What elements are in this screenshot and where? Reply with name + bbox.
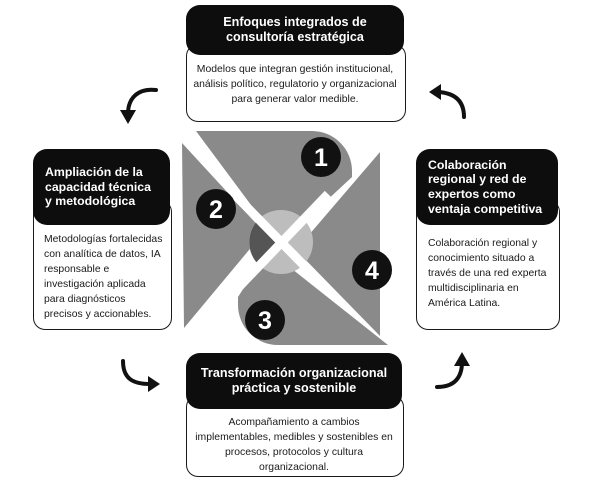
arrow-top-left-head xyxy=(120,110,136,124)
badge-1-label: 1 xyxy=(314,144,328,172)
badge-2-label: 2 xyxy=(209,196,223,224)
divider-cross-2 xyxy=(232,190,332,294)
arrow-bottom-left-head xyxy=(148,376,160,392)
arrow-bottom-left-curve xyxy=(121,359,152,386)
quadrant-4-shape xyxy=(296,152,380,336)
badge-4-label: 4 xyxy=(365,257,379,285)
card-top-title: Enfoques integrados de consultoría estra… xyxy=(186,5,404,55)
card-right-body: Colaboración regional y conocimiento sit… xyxy=(428,238,547,310)
badge-2 xyxy=(196,189,236,229)
card-right-title: Colaboración regional y red de expertos … xyxy=(416,149,558,225)
card-top-body: Modelos que integran gestión institucion… xyxy=(193,64,397,106)
card-left-body: Metodologías fortalecidas con analítica … xyxy=(44,234,163,321)
badge-1 xyxy=(301,137,341,177)
center-circle-left-half xyxy=(249,219,281,265)
arrow-top-right-head xyxy=(429,84,441,100)
card-bottom-body: Acompañamiento a cambios implementables,… xyxy=(195,417,393,474)
arrow-bottom-right-head xyxy=(454,352,470,366)
badge-3 xyxy=(245,300,285,340)
badge-3-label: 3 xyxy=(258,307,272,335)
badge-4 xyxy=(352,250,392,290)
card-left-title: Ampliación de la capacidad técnica y met… xyxy=(33,149,170,225)
card-bottom-title: Transformación organizacional práctica y… xyxy=(186,353,402,409)
quadrant-2-shape xyxy=(182,143,264,328)
arrow-top-right-curve xyxy=(436,90,466,119)
